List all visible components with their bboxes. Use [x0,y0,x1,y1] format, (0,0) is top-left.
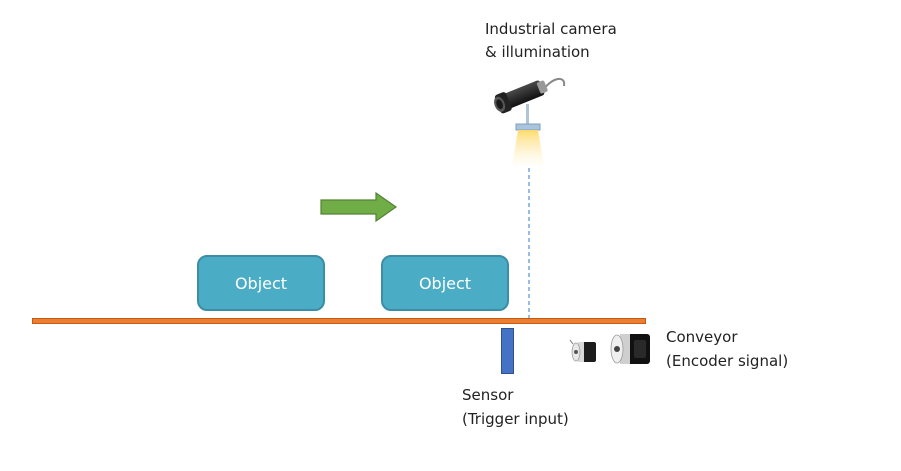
camera-label-line2: & illumination [485,43,590,61]
conveyor-label-line2: (Encoder signal) [666,352,789,370]
industrial-camera-icon [494,77,566,166]
sensor-label-line2: (Trigger input) [462,410,569,428]
camera-scan-line [528,168,530,320]
object-box-1: Object [197,255,325,311]
direction-arrow-icon [320,192,398,222]
conveyor-belt [32,318,646,324]
conveyor-label-line1: Conveyor [666,328,738,346]
sensor-label-line1: Sensor [462,386,514,404]
object-box-2: Object [381,255,509,311]
trigger-sensor [501,328,514,374]
camera-label-line1: Industrial camera [485,20,617,38]
encoder-motor-icon [569,334,650,364]
